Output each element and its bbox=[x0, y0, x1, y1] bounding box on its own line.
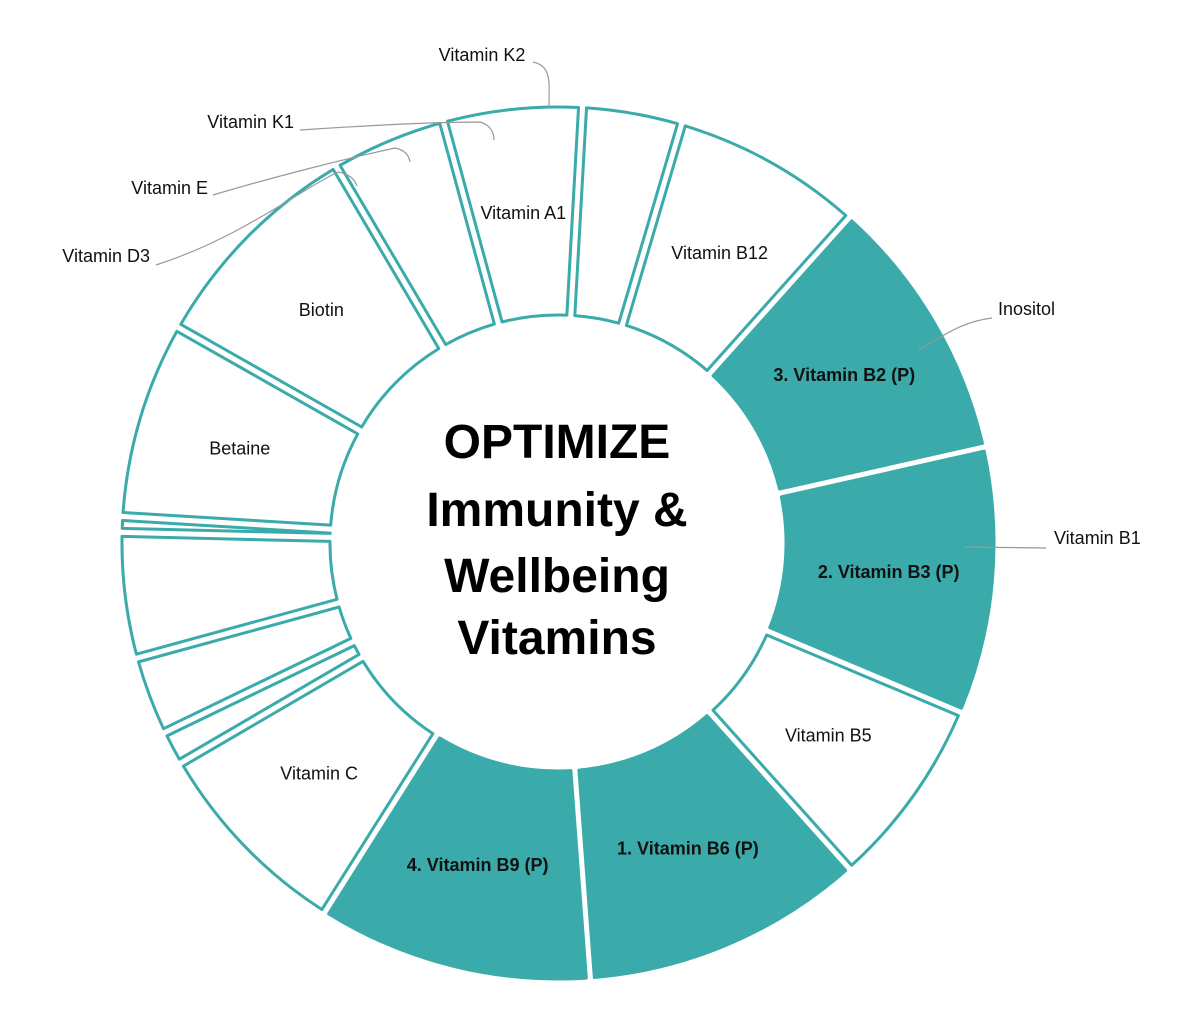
segment-4-vitamin-b9-p bbox=[327, 736, 588, 981]
segment-vitamin-b1 bbox=[573, 106, 680, 325]
center-title-line-2: Immunity & bbox=[426, 484, 687, 537]
segment-vitamin-k1 bbox=[120, 534, 339, 656]
leader-vitamin-k2 bbox=[532, 61, 550, 109]
label-vitamin-c: Vitamin C bbox=[280, 764, 358, 784]
label-vitamin-e: Vitamin E bbox=[131, 178, 208, 198]
label-vitamin-b5: Vitamin B5 bbox=[785, 726, 872, 746]
label-vitamin-d3: Vitamin D3 bbox=[62, 246, 150, 266]
segment-betaine bbox=[121, 329, 360, 527]
segment-2-vitamin-b3-p bbox=[768, 449, 996, 710]
segment-vitamin-b5 bbox=[711, 633, 960, 867]
leader-vitamin-b1 bbox=[964, 546, 1047, 549]
segment-vitamin-d3 bbox=[165, 644, 361, 761]
label-1-vitamin-b6-p: 1. Vitamin B6 (P) bbox=[617, 839, 759, 859]
label-vitamin-a1: Vitamin A1 bbox=[480, 203, 566, 223]
leader-vitamin-e bbox=[212, 147, 411, 196]
label-3-vitamin-b2-p: 3. Vitamin B2 (P) bbox=[773, 365, 915, 385]
segment-3-vitamin-b2-p bbox=[711, 219, 984, 491]
label-vitamin-k1: Vitamin K1 bbox=[207, 112, 294, 132]
label-4-vitamin-b9-p: 4. Vitamin B9 (P) bbox=[407, 855, 549, 875]
label-vitamin-b1: Vitamin B1 bbox=[1054, 528, 1141, 548]
label-vitamin-b12: Vitamin B12 bbox=[671, 243, 768, 263]
label-vitamin-k2: Vitamin K2 bbox=[439, 45, 526, 65]
label-biotin: Biotin bbox=[299, 300, 344, 320]
segment-vitamin-a1 bbox=[445, 105, 581, 324]
leader-vitamin-k1 bbox=[299, 121, 495, 141]
leader-inositol bbox=[917, 317, 993, 351]
segment-biotin bbox=[179, 167, 441, 429]
center-title: OPTIMIZE Immunity & Wellbeing Vitamins bbox=[426, 416, 687, 665]
segment-vitamin-e bbox=[136, 605, 353, 731]
center-title-line-4: Vitamins bbox=[457, 612, 656, 665]
label-inositol: Inositol bbox=[998, 299, 1055, 319]
center-title-line-1: OPTIMIZE bbox=[444, 416, 671, 469]
segment-labels: Vitamin K2 Betaine Biotin Inositol Vitamin A… bbox=[62, 45, 1140, 875]
label-betaine: Betaine bbox=[209, 439, 270, 459]
segment-vitamin-k2 bbox=[120, 518, 332, 535]
center-title-line-3: Wellbeing bbox=[444, 550, 670, 603]
segment-vitamin-b12 bbox=[624, 124, 848, 372]
leader-vitamin-d3 bbox=[155, 171, 358, 266]
label-2-vitamin-b3-p: 2. Vitamin B3 (P) bbox=[818, 562, 960, 582]
leader-lines bbox=[155, 61, 1047, 549]
donut-segments bbox=[120, 105, 996, 981]
segment-1-vitamin-b6-p bbox=[577, 714, 848, 980]
segment-vitamin-c bbox=[181, 659, 435, 912]
segment-inositol bbox=[338, 121, 496, 347]
